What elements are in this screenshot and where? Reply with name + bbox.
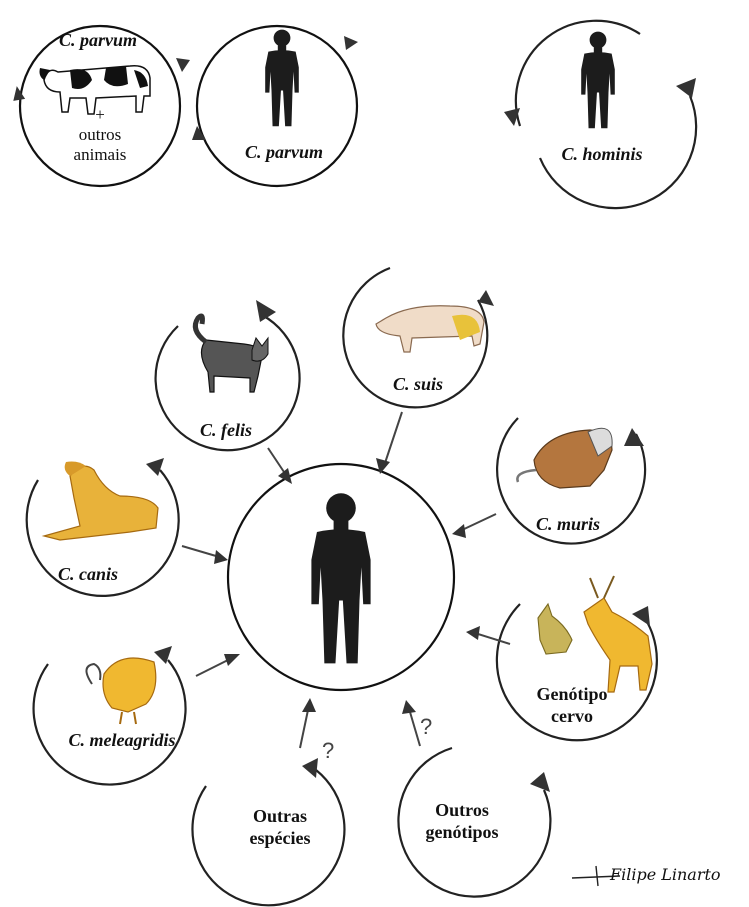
outras-label-line-2: espécies xyxy=(250,828,311,848)
cycle-arc xyxy=(516,21,640,126)
suis-cycle: C. suis xyxy=(343,268,494,474)
cycle-arrowhead xyxy=(344,36,358,50)
transmission-arrowhead xyxy=(302,698,316,712)
transmission-arrowhead xyxy=(214,550,228,564)
suis-label: C. suis xyxy=(393,374,443,394)
central-human-hub xyxy=(228,464,454,690)
parvum-human-label: C. parvum xyxy=(245,142,323,162)
felis-label: C. felis xyxy=(200,420,252,440)
human-silhouette-icon xyxy=(311,493,370,663)
hominis-label: C. hominis xyxy=(561,144,642,164)
signature-text: Filipe Linarto xyxy=(609,865,721,884)
cycle-arrowhead xyxy=(256,300,276,322)
meleagridis-label: C. meleagridis xyxy=(69,730,176,750)
muris-cycle: C. muris xyxy=(452,418,645,544)
transmission-arrow-line xyxy=(300,710,308,748)
human-silhouette-icon xyxy=(581,32,615,129)
outros-label-line-2: genótipos xyxy=(425,822,498,842)
outras-label-line-1: Outras xyxy=(253,806,307,826)
meleagridis-cycle: C. meleagridis xyxy=(34,646,240,785)
transmission-arrowhead xyxy=(402,700,416,714)
plus-sign: + xyxy=(95,105,105,124)
parvum-zoonotic-cycle: C. parvum + outros animais C. parvum xyxy=(11,26,358,186)
cervo-cycle: Genótipo cervo xyxy=(466,576,657,740)
canis-label: C. canis xyxy=(58,564,118,584)
cat-illustration xyxy=(195,316,268,392)
cycle-arrowhead xyxy=(146,458,164,476)
question-mark: ? xyxy=(420,714,432,739)
others-line-2: animais xyxy=(74,145,127,164)
deer-illustration xyxy=(538,576,652,692)
transmission-arrowhead xyxy=(452,524,466,538)
cycle-arrowhead xyxy=(632,606,650,626)
cervo-label-line-2: cervo xyxy=(551,706,593,726)
transmission-arrow-line xyxy=(462,514,496,530)
hominis-anthroponotic-cycle: C. hominis xyxy=(504,21,696,208)
transmission-arrow-line xyxy=(196,660,228,676)
turkey-illustration xyxy=(86,658,155,724)
dog-illustration xyxy=(44,462,158,541)
cycle-arrowhead xyxy=(302,758,318,778)
transmission-arrow-line xyxy=(478,634,510,644)
question-mark: ? xyxy=(322,738,334,763)
transmission-arrow-line xyxy=(182,546,216,556)
canis-cycle: C. canis xyxy=(27,458,228,596)
transmission-arrow-line xyxy=(410,712,420,746)
transmission-arrowhead xyxy=(224,654,240,666)
parvum-animal-label: C. parvum xyxy=(59,30,137,50)
transmission-arrow-line xyxy=(384,412,402,466)
transmission-arrowhead xyxy=(466,626,480,640)
cycle-arrowhead xyxy=(676,78,696,98)
mouse-illustration xyxy=(517,428,612,488)
others-line-1: outros xyxy=(79,125,122,144)
outros-label-line-1: Outros xyxy=(435,800,489,820)
cycle-arrowhead xyxy=(624,428,644,446)
outras-especies-cycle: Outras espécies ? xyxy=(192,698,344,905)
cycle-arrowhead xyxy=(530,772,550,792)
pig-illustration xyxy=(376,306,484,352)
artist-signature: Filipe Linarto xyxy=(572,865,721,886)
cervo-label-line-1: Genótipo xyxy=(536,684,607,704)
cycle-arrowhead xyxy=(176,58,190,72)
human-silhouette-icon xyxy=(265,30,299,127)
muris-label: C. muris xyxy=(536,514,600,534)
outros-genotipos-cycle: Outros genótipos ? xyxy=(398,700,550,897)
felis-cycle: C. felis xyxy=(156,300,300,484)
